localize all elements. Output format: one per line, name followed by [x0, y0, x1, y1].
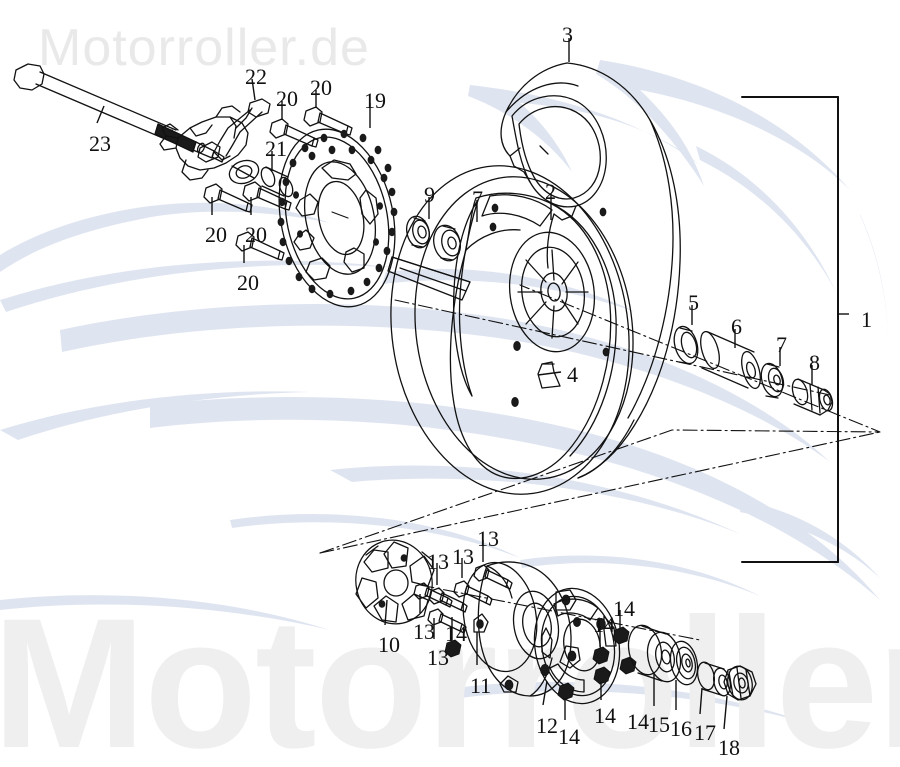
- callout-number-14: 14: [613, 596, 635, 621]
- callout-number-14: 14: [558, 724, 580, 749]
- callout-number-10: 10: [378, 632, 400, 657]
- part-17-collar: [697, 661, 731, 697]
- brake-caliper-body: [159, 105, 260, 185]
- part-19-brake-disc: [277, 128, 398, 308]
- callout-number-8: 8: [809, 350, 820, 375]
- callout-number-19: 19: [364, 88, 386, 113]
- callout-number-22: 22: [245, 64, 267, 89]
- callout-number-4: 4: [567, 362, 578, 387]
- callout-number-12: 12: [536, 713, 558, 738]
- part-8-nut: [791, 378, 834, 416]
- part-22-caliper-bracket: [213, 98, 271, 161]
- part-7-right-washer: [760, 362, 785, 399]
- callout-number-9: 9: [424, 182, 435, 207]
- leader-17: [699, 687, 703, 715]
- callout-number-1: 1: [861, 307, 872, 332]
- callout-number-21: 21: [265, 136, 287, 161]
- assembly-bracket-1: [741, 96, 839, 563]
- callout-number-13: 13: [427, 645, 449, 670]
- part-3-tyre: [500, 62, 681, 479]
- callout-number-13: 13: [427, 549, 449, 574]
- part-7-left-spacer: [433, 224, 461, 262]
- leader-10: [384, 599, 388, 626]
- callout-number-5: 5: [688, 290, 699, 315]
- leader-22: [251, 78, 256, 101]
- callout-number-14: 14: [445, 621, 467, 646]
- callout-number-7: 7: [472, 186, 483, 211]
- callout-number-7: 7: [776, 332, 787, 357]
- part-21-collar-bush: [260, 166, 294, 198]
- leader-4: [537, 371, 562, 376]
- callout-number-23: 23: [89, 131, 111, 156]
- callout-number-13: 13: [452, 544, 474, 569]
- leader-18: [723, 695, 728, 730]
- callout-number-15: 15: [648, 712, 670, 737]
- watermark-top: Motorroller.de: [38, 19, 370, 77]
- callout-number-14: 14: [594, 703, 616, 728]
- callout-number-13: 13: [477, 526, 499, 551]
- callout-number-2: 2: [545, 179, 556, 204]
- callout-number-17: 17: [694, 720, 716, 745]
- part-5-oring: [673, 325, 699, 365]
- part-13-screws: [413, 564, 513, 634]
- callout-number-20: 20: [245, 222, 267, 247]
- callout-number-16: 16: [670, 716, 692, 741]
- part-16-washer: [669, 640, 699, 686]
- part-6-sleeve: [700, 330, 761, 390]
- part-18-castle-nut: [723, 665, 757, 701]
- callout-number-13: 13: [413, 619, 435, 644]
- callout-number-20: 20: [237, 270, 259, 295]
- part-10-drive-face: [355, 539, 435, 625]
- callout-number-18: 18: [718, 735, 740, 760]
- callout-number-20: 20: [276, 86, 298, 111]
- callout-number-6: 6: [731, 314, 742, 339]
- leader-12: [542, 680, 548, 706]
- part-4-valve-stem: [537, 361, 561, 389]
- callout-number-3: 3: [562, 22, 573, 47]
- callout-number-20: 20: [310, 75, 332, 100]
- part-15-bearing: [627, 624, 682, 683]
- part-2-wheel-rim: [387, 165, 634, 495]
- callout-number-20: 20: [205, 222, 227, 247]
- callout-number-14: 14: [593, 612, 615, 637]
- callout-number-11: 11: [470, 673, 492, 698]
- leader-23: [96, 105, 105, 124]
- callout-number-14: 14: [627, 709, 649, 734]
